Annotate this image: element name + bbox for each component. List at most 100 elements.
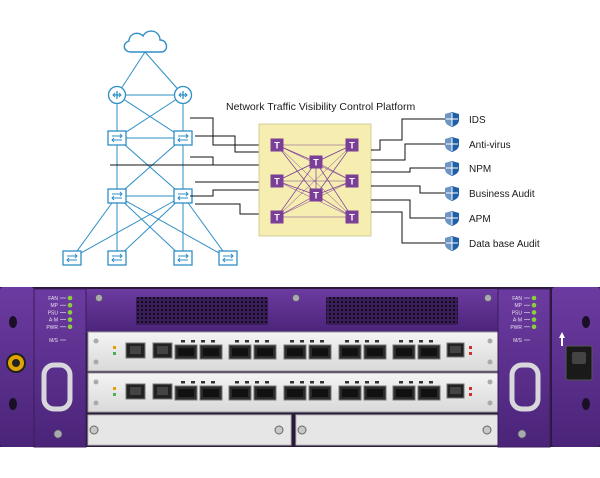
rack-hole <box>582 398 590 410</box>
qsfp-port[interactable] <box>199 385 223 401</box>
qsfp-port[interactable] <box>363 385 387 401</box>
qsfp-port[interactable] <box>338 344 362 360</box>
led-label: A·M <box>513 318 522 324</box>
tap-links <box>110 117 259 215</box>
led-label: M/S <box>513 338 523 344</box>
switch-icon <box>107 188 127 204</box>
switch-icon <box>62 250 82 266</box>
rj45-port[interactable] <box>446 342 465 358</box>
qsfp-port[interactable] <box>228 344 252 360</box>
qsfp-port[interactable] <box>392 344 416 360</box>
rj45-port[interactable] <box>125 383 146 400</box>
line-card <box>87 331 499 372</box>
control-module-right <box>497 288 551 448</box>
rack-hole <box>9 398 17 410</box>
platform-node: T <box>345 174 359 188</box>
status-led <box>67 310 73 315</box>
shield-icon <box>445 211 459 226</box>
tool-item: Business Audit <box>445 186 535 201</box>
screw <box>274 425 284 435</box>
platform-node-label: T <box>349 213 355 223</box>
switch-icon <box>107 250 127 266</box>
platform-node-label: T <box>313 158 319 168</box>
visibility-platform: Network Traffic Visibility Control Platf… <box>226 101 416 237</box>
line-card <box>87 372 499 413</box>
network-links <box>71 51 229 259</box>
qsfp-port[interactable] <box>174 385 198 401</box>
platform-node-label: T <box>349 177 355 187</box>
handle-left[interactable] <box>41 362 73 412</box>
qsfp-port[interactable] <box>392 385 416 401</box>
tool-item: Anti-virus <box>445 137 511 152</box>
tool-label: NPM <box>469 164 491 175</box>
led-label: M/S <box>49 338 59 344</box>
platform-node-label: T <box>274 177 280 187</box>
platform-node: T <box>309 188 323 202</box>
router-icon <box>107 85 127 105</box>
status-led <box>531 295 537 301</box>
status-led <box>67 317 73 322</box>
tool-label: IDS <box>469 115 486 126</box>
tool-links <box>371 118 445 244</box>
led-label: PSU <box>48 310 59 316</box>
qsfp-port[interactable] <box>308 385 332 401</box>
vent-left <box>136 297 268 325</box>
switch-icon <box>173 250 193 266</box>
shield-icon <box>445 161 459 176</box>
status-led <box>67 302 73 308</box>
led-label: FAN <box>48 296 58 302</box>
switch-icon <box>173 130 193 146</box>
rj45-port[interactable] <box>152 383 173 400</box>
led-label: PWR <box>510 325 522 331</box>
platform-node-label: T <box>274 213 280 223</box>
screw <box>482 425 492 435</box>
qsfp-port[interactable] <box>417 344 441 360</box>
led-label: MP <box>515 303 523 309</box>
screw <box>89 425 99 435</box>
led-label: FAN <box>512 296 522 302</box>
qsfp-port[interactable] <box>253 344 277 360</box>
status-led <box>67 324 73 330</box>
control-module-left <box>33 288 87 448</box>
screw <box>53 429 63 439</box>
shield-icon <box>445 236 459 251</box>
platform-node: T <box>270 174 284 188</box>
qsfp-port[interactable] <box>228 385 252 401</box>
qsfp-port[interactable] <box>308 344 332 360</box>
qsfp-port[interactable] <box>417 385 441 401</box>
tool-label: Anti-virus <box>469 140 511 151</box>
switch-icon <box>173 188 193 204</box>
led-label: PWR <box>46 325 58 331</box>
screw <box>517 429 527 439</box>
status-led <box>531 317 537 322</box>
rj45-port[interactable] <box>125 342 146 359</box>
platform-title: Network Traffic Visibility Control Platf… <box>226 101 416 113</box>
led-label: MP <box>51 303 59 309</box>
shield-icon <box>445 112 459 127</box>
screw <box>292 294 300 302</box>
shield-icon <box>445 137 459 152</box>
rj45-port[interactable] <box>446 383 465 399</box>
qsfp-port[interactable] <box>283 385 307 401</box>
status-led <box>531 324 537 330</box>
screw <box>95 294 103 302</box>
qsfp-port[interactable] <box>253 385 277 401</box>
tool-label: Data base Audit <box>469 239 540 250</box>
handle-right[interactable] <box>509 362 541 412</box>
qsfp-port[interactable] <box>363 344 387 360</box>
platform-node-label: T <box>349 141 355 151</box>
rj45-port[interactable] <box>152 342 173 359</box>
shield-icon <box>445 186 459 201</box>
qsfp-port[interactable] <box>283 344 307 360</box>
qsfp-port[interactable] <box>199 344 223 360</box>
platform-node: T <box>309 155 323 169</box>
platform-node: T <box>270 138 284 152</box>
router-icon <box>173 85 193 105</box>
qsfp-port[interactable] <box>338 385 362 401</box>
platform-mesh <box>276 144 353 218</box>
status-led <box>531 302 537 308</box>
rack-hole <box>9 316 17 328</box>
qsfp-port[interactable] <box>174 344 198 360</box>
